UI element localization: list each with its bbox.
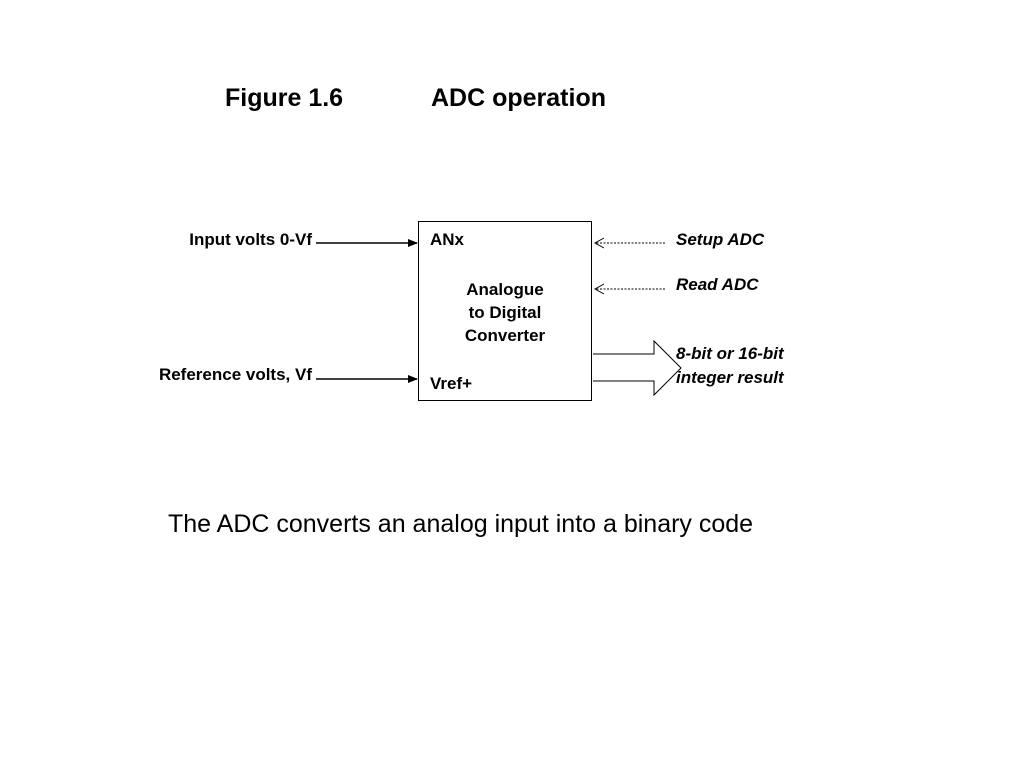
reference-volts-label: Reference volts, Vf (158, 365, 312, 384)
read-adc-label: Read ADC (676, 275, 759, 294)
input-volts-label: Input volts 0-Vf (189, 230, 312, 249)
adc-name-line: to Digital (468, 303, 542, 322)
result-label-line: 8-bit or 16-bit (676, 344, 784, 363)
caption: The ADC converts an analog input into a … (168, 510, 754, 538)
figure-title: ADC operation (431, 84, 606, 112)
result-label-line: integer result (676, 368, 784, 387)
adc-block (418, 221, 592, 401)
anx-pin-label: ANx (430, 230, 465, 249)
result-label: 8-bit or 16-bit integer result (676, 342, 784, 390)
figure-number: Figure 1.6 (225, 84, 344, 112)
adc-name-line: Converter (464, 326, 546, 345)
adc-name: Analogue to Digital Converter (418, 278, 592, 347)
vref-pin-label: Vref+ (430, 374, 473, 393)
setup-adc-label: Setup ADC (676, 230, 765, 249)
setup-adc-arrow (593, 237, 665, 249)
read-adc-arrow (593, 283, 665, 295)
result-block-arrow (593, 339, 682, 397)
adc-name-line: Analogue (466, 280, 544, 299)
